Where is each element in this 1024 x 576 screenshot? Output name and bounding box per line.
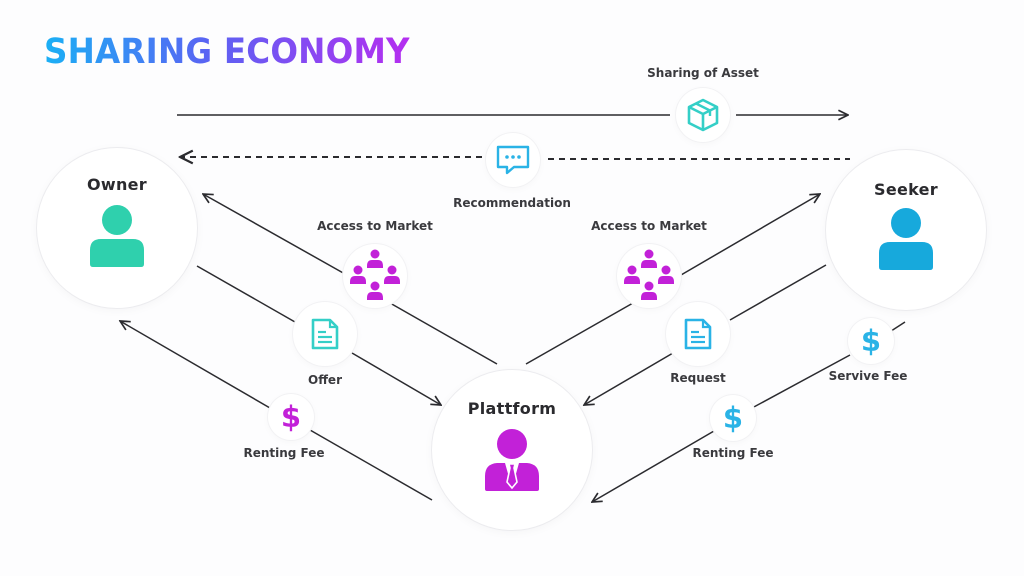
chat-bubble-icon [496, 145, 530, 175]
access-market-left-arrow [203, 194, 346, 275]
platform-node[interactable]: Plattform [432, 370, 592, 530]
renting-fee-left-badge: $ [268, 394, 314, 440]
dollar-icon: $ [860, 323, 882, 358]
request-arrow [584, 352, 674, 405]
page-title: SHARING ECONOMY [44, 32, 410, 72]
renting-fee-left-arrow [120, 321, 271, 409]
offer-arrow [351, 352, 441, 405]
renting-fee-left-line [309, 429, 433, 501]
recommendation-badge [486, 133, 540, 187]
owner-node[interactable]: Owner [37, 148, 197, 308]
access-market-right-label: Access to Market [591, 219, 707, 233]
sharing-asset-badge [676, 88, 730, 142]
access-market-left-label: Access to Market [317, 219, 433, 233]
service-fee-label: Servive Fee [828, 369, 908, 383]
owner-person-icon [90, 205, 144, 267]
access-market-right-badge [617, 244, 681, 308]
recommendation-label: Recommendation [453, 196, 571, 210]
request-label: Request [670, 371, 726, 385]
offer-line [196, 265, 296, 323]
dollar-icon: $ [722, 400, 744, 435]
owner-label: Owner [86, 175, 147, 194]
seeker-person-icon [879, 208, 933, 270]
offer-label: Offer [308, 373, 342, 387]
service-fee-to-renting-line [751, 354, 851, 409]
box-icon [687, 98, 719, 132]
network-people-icon [624, 249, 674, 300]
dollar-icon: $ [280, 399, 302, 434]
offer-badge [293, 302, 357, 366]
renting-fee-left-label: Renting Fee [243, 446, 325, 460]
access-market-right-arrow [680, 194, 820, 276]
renting-fee-right-badge: $ [710, 395, 756, 441]
renting-fee-right-arrow [592, 430, 715, 502]
seeker-label: Seeker [874, 180, 938, 199]
document-icon [311, 318, 339, 350]
access-market-left-line [389, 302, 498, 365]
access-market-right-line [525, 302, 634, 365]
businessman-icon [485, 429, 539, 491]
sharing-asset-label: Sharing of Asset [647, 66, 759, 80]
renting-fee-right-label: Renting Fee [692, 446, 774, 460]
request-line [729, 264, 827, 321]
document-icon [684, 318, 712, 350]
access-market-left-badge [343, 244, 407, 308]
request-badge [666, 302, 730, 366]
platform-label: Plattform [467, 399, 557, 418]
network-people-icon [350, 249, 400, 300]
seeker-node[interactable]: Seeker [826, 150, 986, 310]
service-fee-badge: $ [848, 318, 894, 364]
